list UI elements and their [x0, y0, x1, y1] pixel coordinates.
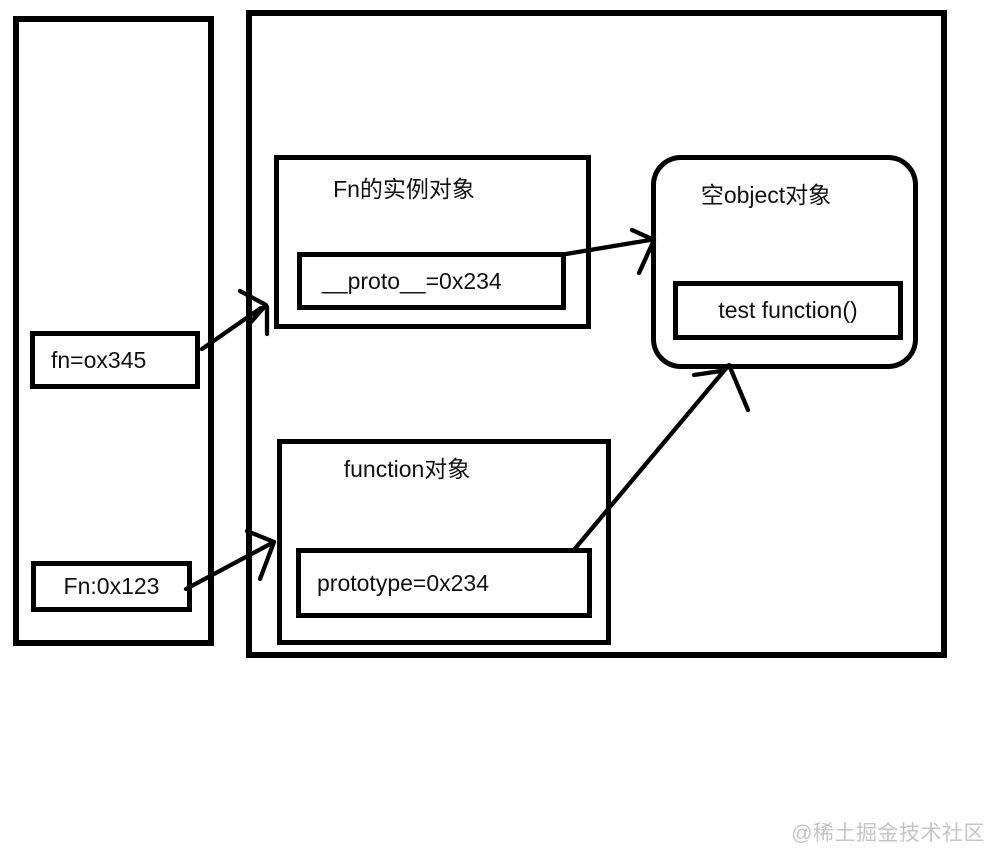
empty-object-title: 空object对象 — [700, 182, 832, 208]
fn-variable-box: fn=ox345 — [30, 331, 200, 389]
test-function-field: test function() — [673, 281, 903, 340]
fn-instance-object-title: Fn的实例对象 — [333, 176, 475, 202]
function-object-title: function对象 — [343, 456, 471, 482]
Fn-variable-box: Fn:0x123 — [31, 561, 192, 612]
watermark: @稀土掘金技术社区 — [791, 822, 985, 845]
proto-field: __proto__=0x234 — [297, 252, 566, 310]
prototype-field: prototype=0x234 — [296, 548, 592, 618]
